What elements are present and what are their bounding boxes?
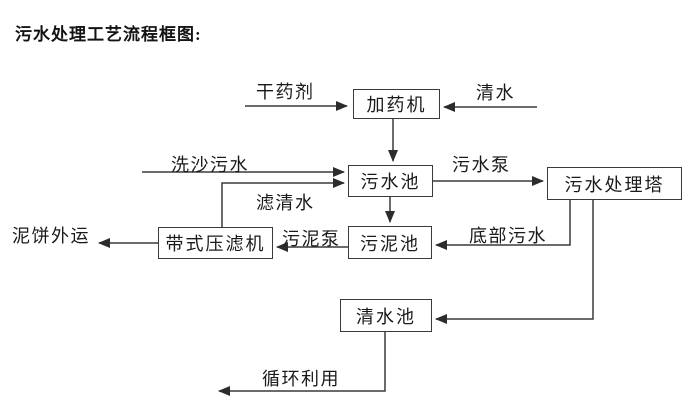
edge-label-recycle-use: 循环利用: [262, 369, 340, 389]
node-sewage-pool-label: 污水池: [360, 172, 421, 192]
edge-label-sand-washing-sewage: 洗沙污水: [171, 155, 249, 175]
edge-label-sludge-pump: 污泥泵: [282, 229, 341, 249]
page-title: 污水处理工艺流程框图:: [15, 25, 202, 44]
edge-label-bottom-sewage: 底部污水: [469, 226, 547, 246]
node-dosing-machine-label: 加药机: [366, 95, 427, 115]
edge-treatment-tower-to-clean-water-pool: [435, 200, 594, 324]
node-treatment-tower: 污水处理塔: [547, 167, 682, 200]
node-clean-water-pool: 清水池: [340, 299, 432, 332]
node-dosing-machine: 加药机: [353, 89, 440, 119]
edge-label-mud-cake-out: 泥饼外运: [12, 226, 90, 246]
node-belt-filter-press: 带式压滤机: [158, 227, 273, 259]
edge-label-filtered-water: 滤清水: [256, 193, 315, 213]
node-belt-filter-press-label: 带式压滤机: [165, 234, 266, 254]
node-clean-water-pool-label: 清水池: [356, 306, 416, 327]
edge-label-sewage-pump: 污水泵: [452, 155, 511, 175]
node-sewage-pool: 污水池: [348, 165, 433, 197]
node-treatment-tower-label: 污水处理塔: [564, 174, 665, 195]
edge-clean-water-pool-to-recycle: [218, 332, 386, 396]
node-sludge-pool-label: 污泥池: [360, 233, 420, 254]
edge-bottom-sewage-tower-to-sludge-pool: [435, 200, 571, 250]
edge-label-dry-agent: 干药剂: [256, 82, 315, 102]
edge-label-clean-water: 清水: [476, 83, 515, 103]
node-sludge-pool: 污泥池: [348, 226, 432, 259]
edge-filtered-water-press-to-sewage-pool: [221, 178, 345, 227]
